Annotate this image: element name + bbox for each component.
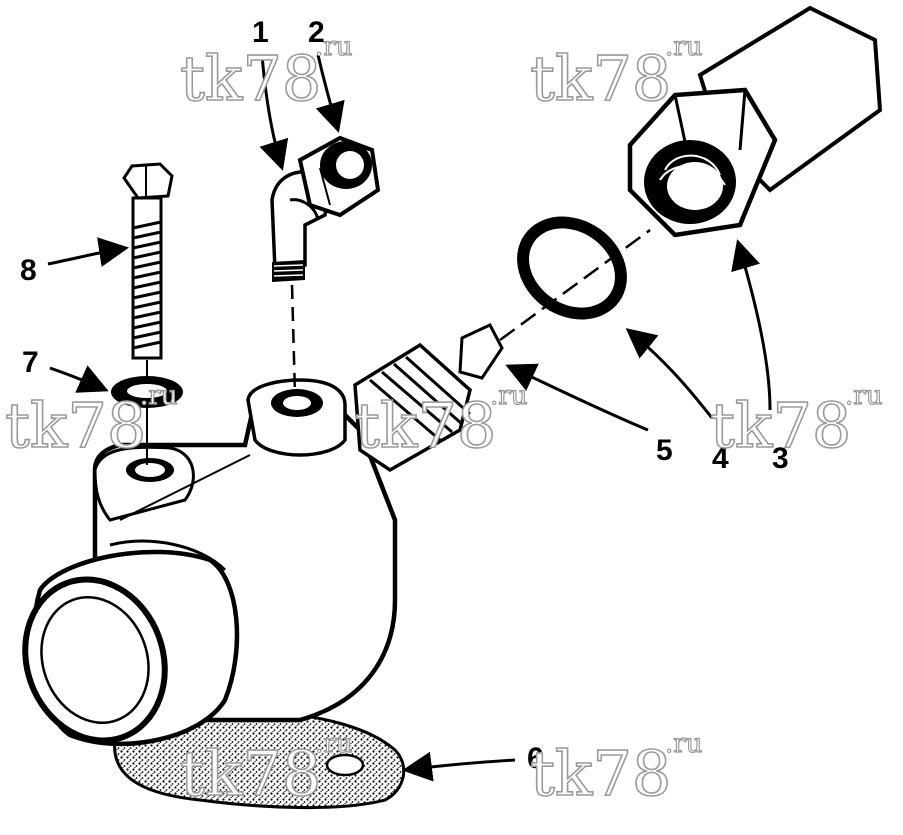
watermark: tk78 .ru [354,380,528,462]
watermark-suffix: .ru [845,381,882,411]
side-centerline [499,228,651,342]
callout-4: 4 [712,442,729,475]
watermark-text: tk78 [710,389,851,462]
watermark: tk78 .ru [529,31,703,115]
watermark-text: tk78 [5,389,146,462]
leader-6 [402,751,516,782]
main-housing [22,342,472,747]
callout-5: 5 [656,434,673,467]
seal-ring-part-4 [517,216,627,320]
watermark-text: tk78 [180,737,321,810]
watermark-suffix: .ru [140,381,177,411]
watermark-layer: tk78 .ru tk78 .ru tk78 .ru tk78 .ru tk78… [4,31,883,810]
leader-2 [315,54,345,133]
watermark-text: tk78 [180,42,321,115]
watermark-suffix: .ru [665,32,702,62]
watermark-text: tk78 [530,42,671,115]
leader-4 [625,328,714,419]
watermark: tk78 .ru [709,380,883,462]
washer-part-7 [111,376,183,408]
watermark-suffix: .ru [315,32,352,62]
bolt-part-8 [122,162,174,465]
watermark-suffix: .ru [315,729,352,759]
watermark: tk78 .ru [4,380,178,462]
watermark-text: tk78 [355,389,496,462]
callout-2: 2 [308,16,325,49]
leader-lines [47,54,772,782]
compression-nut-part-2 [297,135,381,218]
watermark: tk78 .ru [529,728,703,810]
watermark-suffix: .ru [665,729,702,759]
leader-8 [47,237,129,267]
valve-part-5 [458,323,504,380]
elbow-centerline [290,284,297,396]
watermark: tk78 .ru [179,31,353,115]
callout-3: 3 [772,442,789,475]
watermark: tk78 .ru [179,728,353,810]
leader-1 [259,54,289,171]
watermark-text: tk78 [530,737,671,810]
leader-5 [505,363,649,432]
leader-7 [49,365,109,393]
leader-3 [731,239,772,411]
callout-1: 1 [252,16,269,49]
watermark-suffix: .ru [490,381,527,411]
callout-8: 8 [20,254,37,287]
callout-labels: 1 2 3 4 5 6 7 8 [20,16,789,775]
callout-6: 6 [527,742,544,775]
cap-nut-part-3 [627,5,883,238]
callout-7: 7 [22,346,39,379]
